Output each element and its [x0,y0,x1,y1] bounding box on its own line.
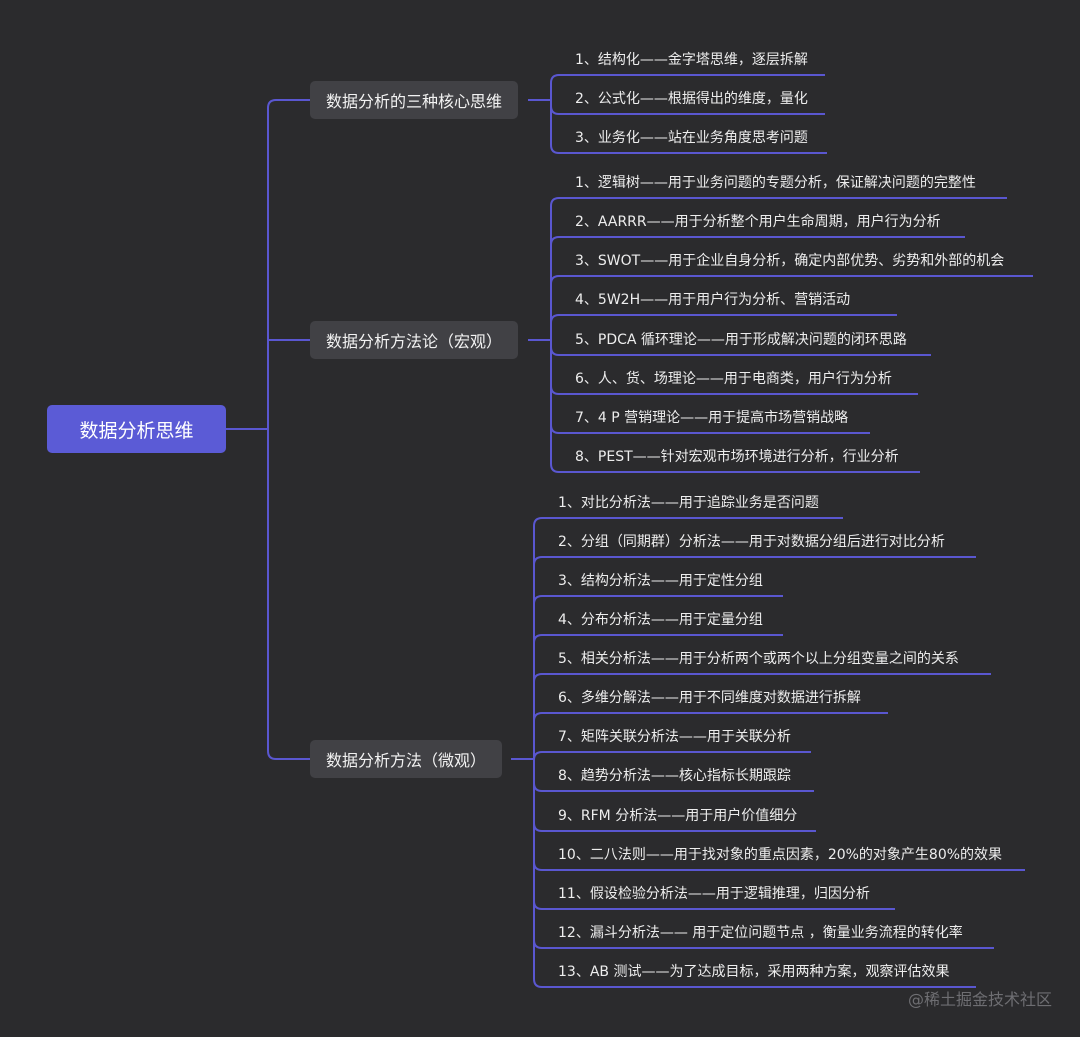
root-spine [267,99,310,760]
leaf-connector [533,759,976,988]
branch-methodology-macro[interactable]: 数据分析方法论（宏观） [310,321,519,359]
leaf-item[interactable]: 8、趋势分析法——核心指标长期跟踪 [558,768,791,784]
leaf-connector [550,314,897,340]
leaf-connector [533,712,888,759]
leaf-item[interactable]: 7、4 P 营销理论——用于提高市场营销战略 [575,410,849,426]
leaf-item[interactable]: 3、结构分析法——用于定性分组 [558,573,763,589]
leaf-connector [550,236,965,340]
root-node[interactable]: 数据分析思维 [47,405,226,453]
leaf-item[interactable]: 3、业务化——站在业务角度思考问题 [575,130,808,146]
branch-methods-micro[interactable]: 数据分析方法（微观） [310,740,503,778]
leaf-item[interactable]: 1、对比分析法——用于追踪业务是否问题 [558,495,819,511]
leaf-connector [533,595,783,759]
branch-label: 数据分析的三种核心思维 [326,92,503,111]
leaf-item[interactable]: 8、PEST——针对宏观市场环境进行分析，行业分析 [575,449,899,465]
leaf-item[interactable]: 4、5W2H——用于用户行为分析、营销活动 [575,292,851,308]
root-label: 数据分析思维 [79,419,194,442]
leaf-item[interactable]: 5、相关分析法——用于分析两个或两个以上分组变量之间的关系 [558,651,959,667]
leaf-connector [550,275,1033,340]
leaf-item[interactable]: 12、漏斗分析法—— 用于定位问题节点 ，衡量业务流程的转化率 [558,925,963,941]
leaf-item[interactable]: 13、AB 测试——为了达成目标，采用两种方案，观察评估效果 [558,964,950,980]
leaf-item[interactable]: 6、多维分解法——用于不同维度对数据进行拆解 [558,690,861,706]
leaf-item[interactable]: 11、假设检验分析法——用于逻辑推理，归因分析 [558,886,870,902]
leaf-connector [550,74,825,100]
leaf-item[interactable]: 1、逻辑树——用于业务问题的专题分析，保证解决问题的完整性 [575,175,976,191]
branch-core-thinking[interactable]: 数据分析的三种核心思维 [310,81,519,119]
leaf-item[interactable]: 4、分布分析法——用于定量分组 [558,612,763,628]
leaf-item[interactable]: 2、公式化——根据得出的维度，量化 [575,91,808,107]
leaf-item[interactable]: 9、RFM 分析法——用于用户价值细分 [558,808,798,824]
leaf-connector [533,517,843,759]
leaf-connector [533,556,976,759]
leaf-item[interactable]: 3、SWOT——用于企业自身分析，确定内部优势、劣势和外部的机会 [575,253,1005,269]
branch-label: 数据分析方法（微观） [326,751,487,770]
leaf-connector [550,340,920,473]
watermark: @稀土掘金技术社区 [907,990,1052,1009]
branch-label: 数据分析方法论（宏观） [326,332,503,351]
leaf-connector [550,100,827,154]
leaf-connector [533,751,811,761]
leaf-item[interactable]: 2、分组（同期群）分析法——用于对数据分组后进行对比分析 [558,534,945,550]
leaf-item[interactable]: 6、人、货、场理论——用于电商类，用户行为分析 [575,371,892,387]
leaf-connector [533,634,783,759]
leaf-item[interactable]: 2、AARRR——用于分析整个用户生命周期，用户行为分析 [575,214,941,230]
leaf-item[interactable]: 5、PDCA 循环理论——用于形成解决问题的闭环思路 [575,332,907,348]
leaf-item[interactable]: 7、矩阵关联分析法——用于关联分析 [558,729,791,745]
leaf-item[interactable]: 10、二八法则——用于找对象的重点因素，20%的对象产生80%的效果 [558,847,1003,863]
leaf-connector [550,197,1007,340]
leaf-item[interactable]: 1、结构化——金字塔思维，逐层拆解 [575,52,808,68]
leaf-connector [533,673,991,759]
